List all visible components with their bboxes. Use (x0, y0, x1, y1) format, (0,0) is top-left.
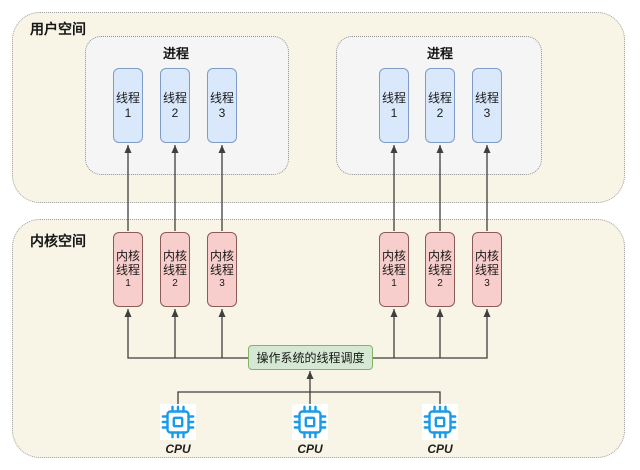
kernel-thread-number: 2 (172, 278, 178, 289)
kernel-thread-box-g2-1: 内核 线程 1 (379, 232, 409, 307)
kernel-thread-label-line1: 内核 (381, 249, 406, 263)
kernel-thread-label-line1: 内核 (115, 249, 140, 263)
cpu-2: CPU (288, 404, 332, 456)
kernel-thread-label-line1: 内核 (209, 249, 234, 263)
thread-number: 3 (483, 106, 491, 120)
kernel-thread-box-g2-2: 内核 线程 2 (425, 232, 455, 307)
cpu-chip-icon (422, 404, 458, 440)
thread-box-p1-1: 线程 1 (113, 68, 143, 143)
user-space-label: 用户空间 (30, 21, 86, 37)
thread-number: 1 (390, 106, 398, 120)
kernel-thread-label-line1: 内核 (474, 249, 499, 263)
cpu-bus-line (177, 391, 441, 404)
thread-label: 线程 (115, 91, 140, 105)
process-label-1: 进程 (162, 46, 190, 61)
cpu-label: CPU (165, 442, 191, 456)
kernel-thread-label-line2: 线程 (474, 263, 499, 277)
kernel-thread-number: 1 (125, 278, 131, 289)
thread-box-p2-1: 线程 1 (379, 68, 409, 143)
kernel-thread-label-line2: 线程 (427, 263, 452, 277)
kernel-thread-number: 3 (484, 278, 490, 289)
kernel-thread-box-g1-3: 内核 线程 3 (207, 232, 237, 307)
thread-label: 线程 (381, 91, 406, 105)
kernel-thread-label-line2: 线程 (115, 263, 140, 277)
kernel-thread-box-g2-3: 内核 线程 3 (472, 232, 502, 307)
kernel-thread-number: 2 (437, 278, 443, 289)
kernel-thread-box-g1-1: 内核 线程 1 (113, 232, 143, 307)
cpu-chip-icon (160, 404, 196, 440)
kernel-thread-number: 3 (219, 278, 225, 289)
kernel-thread-number: 1 (391, 278, 397, 289)
thread-number: 2 (436, 106, 444, 120)
kernel-thread-box-g1-2: 内核 线程 2 (160, 232, 190, 307)
thread-box-p2-2: 线程 2 (425, 68, 455, 143)
thread-label: 线程 (162, 91, 187, 105)
cpu-label: CPU (297, 442, 323, 456)
arrow-scheduler-to-kthread6 (373, 309, 491, 359)
thread-label: 线程 (209, 91, 234, 105)
cpu-3: CPU (418, 404, 462, 456)
thread-number: 1 (124, 106, 132, 120)
kernel-thread-label-line2: 线程 (209, 263, 234, 277)
arrow-scheduler-to-kthread1 (124, 309, 248, 359)
kernel-thread-label-line2: 线程 (381, 263, 406, 277)
cpu-chip-icon (292, 404, 328, 440)
thread-label: 线程 (427, 91, 452, 105)
thread-box-p2-3: 线程 3 (472, 68, 502, 143)
process-label-2: 进程 (426, 46, 454, 61)
cpu-label: CPU (427, 442, 453, 456)
thread-box-p1-3: 线程 3 (207, 68, 237, 143)
thread-number: 2 (171, 106, 179, 120)
kernel-space-label: 内核空间 (30, 233, 86, 249)
kernel-thread-label-line2: 线程 (162, 263, 187, 277)
thread-label: 线程 (474, 91, 499, 105)
os-thread-scheduler-box: 操作系统的线程调度 (248, 345, 373, 370)
kernel-thread-label-line1: 内核 (162, 249, 187, 263)
thread-number: 3 (218, 106, 226, 120)
thread-box-p1-2: 线程 2 (160, 68, 190, 143)
cpu-1: CPU (156, 404, 200, 456)
os-thread-scheduler-label: 操作系统的线程调度 (256, 351, 365, 365)
kernel-thread-label-line1: 内核 (427, 249, 452, 263)
